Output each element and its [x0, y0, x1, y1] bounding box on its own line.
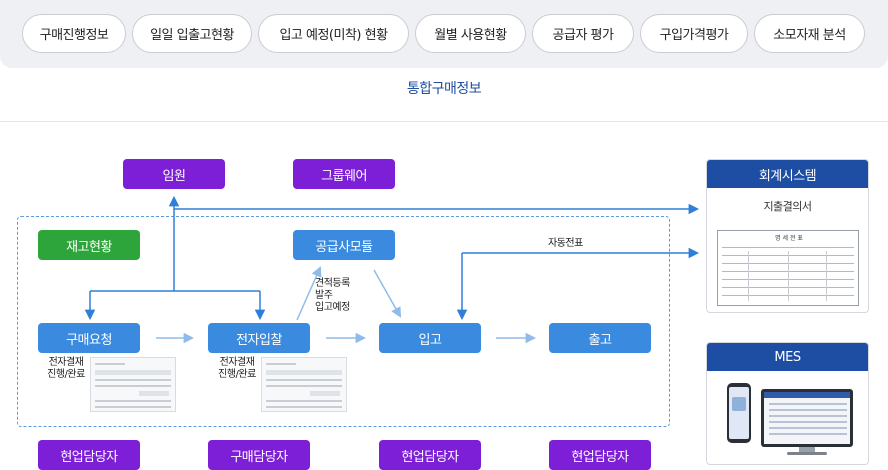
page-title: 통합구매정보 — [406, 81, 482, 97]
auto-voucher-label: 자동전표 — [548, 238, 583, 249]
receiving-box: 입고 — [379, 323, 481, 353]
tab-monthly-usage[interactable]: 월별 사용현황 — [415, 14, 526, 53]
expense-resolution-label: 지출결의서 — [763, 200, 812, 213]
approval-note-1-line-1: 전자결재 — [48, 357, 84, 368]
executive-box: 임원 — [123, 159, 225, 189]
role-field-staff-2: 현업담당자 — [379, 440, 481, 470]
tab-consumables-analysis[interactable]: 소모자재 분석 — [754, 14, 865, 53]
supplier-notes: 견적등록 발주 입고예정 — [315, 278, 350, 314]
tab-purchase-progress[interactable]: 구매진행정보 — [22, 14, 126, 53]
role-purchasing-staff: 구매담당자 — [208, 440, 310, 470]
process-area — [17, 216, 670, 427]
approval-note-2-line-1: 전자결재 — [219, 357, 255, 368]
approval-note-2-line-2: 진행/완료 — [218, 369, 256, 380]
purchase-request-box: 구매요청 — [38, 323, 140, 353]
approval-note-1-line-2: 진행/완료 — [47, 369, 85, 380]
approval-document-thumbnail-1 — [90, 357, 176, 412]
approval-note-1: 전자결재 진행/완료 — [41, 357, 91, 381]
divider — [0, 121, 888, 122]
supplier-module-box: 공급사모듈 — [293, 230, 395, 260]
expense-form-title: 명 세 전 표 — [775, 235, 803, 242]
tab-bar: 구매진행정보 일일 입출고현황 입고 예정(미착) 현황 월별 사용현황 공급자… — [0, 0, 888, 68]
mes-title: MES — [707, 343, 868, 371]
tab-incoming-schedule[interactable]: 입고 예정(미착) 현황 — [258, 14, 409, 53]
accounting-system-panel: 회계시스템 지출결의서 명 세 전 표 — [706, 159, 869, 313]
inventory-box: 재고현황 — [38, 230, 140, 260]
mobile-phone-image — [727, 383, 751, 443]
tab-price-eval[interactable]: 구입가격평가 — [640, 14, 748, 53]
role-field-staff-3: 현업담당자 — [549, 440, 651, 470]
note-purchase-order: 발주 — [315, 290, 333, 301]
note-quote-registration: 견적등록 — [315, 278, 350, 289]
shipping-box: 출고 — [549, 323, 651, 353]
e-bidding-box: 전자입찰 — [208, 323, 310, 353]
mes-panel: MES — [706, 342, 869, 465]
role-field-staff-1: 현업담당자 — [38, 440, 140, 470]
expense-form-image: 명 세 전 표 — [717, 230, 859, 306]
tab-supplier-eval[interactable]: 공급자 평가 — [532, 14, 634, 53]
accounting-system-title: 회계시스템 — [707, 160, 868, 188]
monitor-image — [761, 389, 853, 447]
groupware-box: 그룹웨어 — [293, 159, 395, 189]
approval-document-thumbnail-2 — [261, 357, 347, 412]
approval-note-2: 전자결재 진행/완료 — [212, 357, 262, 381]
tab-daily-inout[interactable]: 일일 입출고현황 — [132, 14, 252, 53]
note-incoming-scheduled: 입고예정 — [315, 302, 350, 313]
